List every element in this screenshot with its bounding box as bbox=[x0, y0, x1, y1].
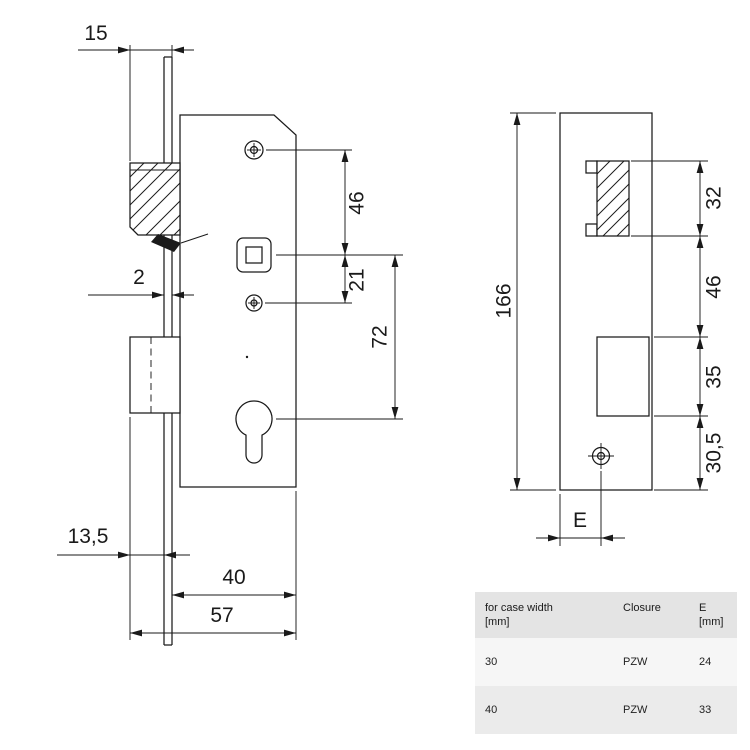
cell-case-width: 40 bbox=[485, 704, 498, 716]
center-mark-dot bbox=[245, 355, 249, 359]
table-header-e: E [mm] bbox=[699, 602, 724, 629]
dim-chain-right bbox=[631, 160, 708, 491]
dim-40-label: 40 bbox=[222, 566, 245, 589]
dim-32-label: 32 bbox=[703, 186, 726, 209]
dim-57-label: 57 bbox=[210, 604, 233, 627]
front-view bbox=[129, 56, 297, 646]
cell-closure: PZW bbox=[623, 656, 648, 668]
fixing-screw-hole bbox=[245, 294, 263, 312]
faceplate-screw-hole bbox=[588, 443, 614, 469]
dim-166-label: 166 bbox=[493, 283, 516, 318]
dim-40 bbox=[172, 491, 297, 640]
side-view bbox=[559, 112, 653, 491]
cell-e: 33 bbox=[699, 704, 712, 716]
dim-15-label: 15 bbox=[84, 22, 107, 45]
dim-2-label: 2 bbox=[133, 266, 145, 289]
table-header-closure: Closure bbox=[623, 602, 661, 614]
table-row: 30 PZW 24 bbox=[475, 638, 737, 686]
dim-21 bbox=[265, 255, 352, 304]
lock-case bbox=[179, 114, 297, 488]
euro-cylinder-hole bbox=[235, 400, 273, 464]
cell-closure: PZW bbox=[623, 704, 648, 716]
dim-30-5-label: 30,5 bbox=[703, 433, 726, 474]
dim-72 bbox=[276, 255, 403, 420]
latch-cutout bbox=[585, 160, 630, 237]
dim-46-front-label: 46 bbox=[346, 191, 369, 214]
dim-21-label: 21 bbox=[346, 268, 369, 291]
deadbolt-cutout bbox=[596, 336, 650, 417]
dim-15 bbox=[78, 45, 194, 161]
spec-table: for case width [mm] Closure E [mm] 30 PZ… bbox=[475, 592, 737, 734]
table-header-case-width: for case width [mm] bbox=[485, 602, 553, 629]
table-row: 40 PZW 33 bbox=[475, 686, 737, 734]
front-view-dimensions bbox=[57, 45, 403, 640]
side-view-dimensions bbox=[510, 112, 708, 546]
deadbolt bbox=[129, 336, 181, 414]
dim-E bbox=[536, 471, 625, 546]
latch-bolt bbox=[129, 162, 209, 252]
spec-table-header-row: for case width [mm] Closure E [mm] bbox=[475, 592, 737, 638]
dim-13-5-label: 13,5 bbox=[68, 525, 109, 548]
cell-e: 24 bbox=[699, 656, 712, 668]
dim-35-label: 35 bbox=[703, 365, 726, 388]
top-screw-hole bbox=[244, 140, 264, 160]
latch-spring-detail bbox=[151, 234, 181, 252]
dim-46-front bbox=[266, 149, 403, 256]
dim-72-label: 72 bbox=[369, 325, 392, 348]
dim-13-5 bbox=[57, 417, 190, 640]
dim-166 bbox=[510, 112, 556, 491]
dim-E-label: E bbox=[573, 509, 587, 532]
spindle-follower bbox=[236, 237, 272, 273]
dim-46-side-label: 46 bbox=[703, 275, 726, 298]
cell-case-width: 30 bbox=[485, 656, 498, 668]
